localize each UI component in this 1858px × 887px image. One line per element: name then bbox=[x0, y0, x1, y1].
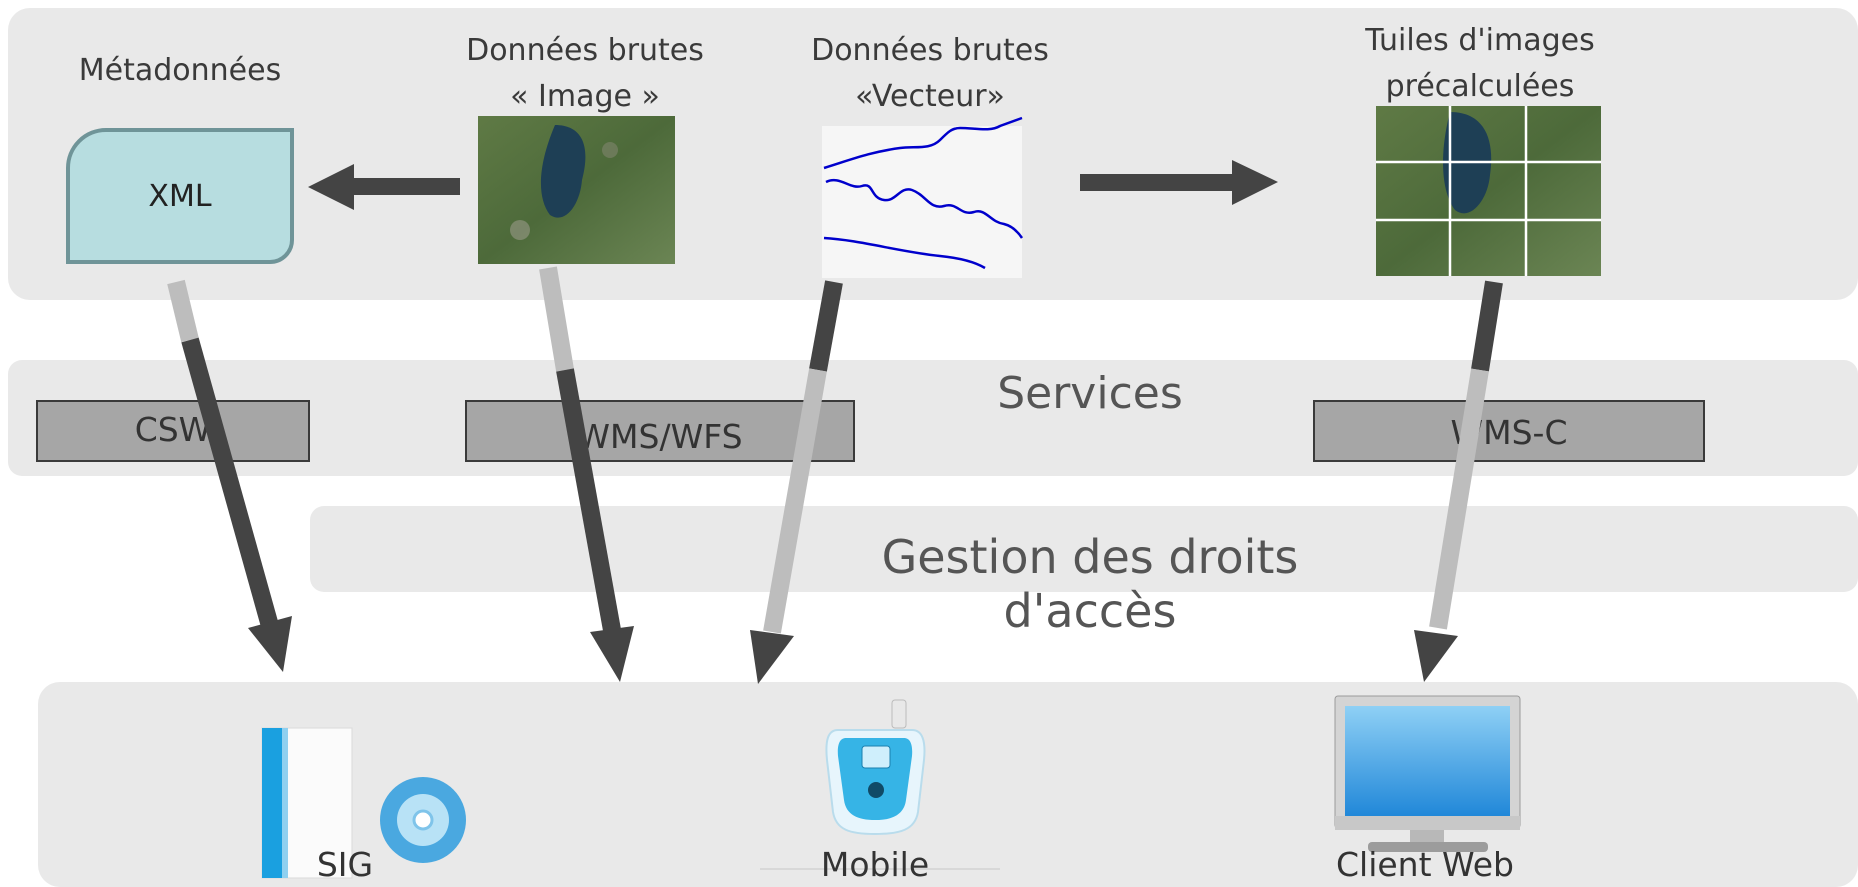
arrow-vector-to-mobile bbox=[750, 280, 843, 684]
arrow-xml-to-sig bbox=[167, 279, 292, 672]
csw-label: CSW bbox=[134, 410, 212, 449]
wms-wfs-box: WMS/WFS bbox=[465, 400, 855, 462]
raw-vector-label-line2: «Vecteur» bbox=[855, 79, 1005, 114]
tiles-label: Tuiles d'images précalculées bbox=[1330, 18, 1630, 110]
mobile-icon bbox=[760, 699, 1000, 870]
monitor-icon bbox=[1334, 695, 1521, 852]
arrow-to-metadata bbox=[308, 164, 460, 210]
wms-wfs-label: WMS/WFS bbox=[577, 417, 743, 456]
access-title: Gestion des droits d'accès bbox=[881, 530, 1299, 638]
services-title: Services bbox=[997, 368, 1183, 419]
arrow-to-tiles bbox=[1080, 160, 1278, 205]
arrow-tiles-to-web bbox=[1414, 280, 1503, 682]
raw-image-label: Données brutes « Image » bbox=[420, 28, 750, 120]
raw-image-thumbnail bbox=[478, 116, 675, 264]
access-band bbox=[310, 506, 1858, 592]
xml-box: XML bbox=[66, 128, 294, 264]
csw-box: CSW bbox=[36, 400, 310, 462]
raw-vector-thumbnail bbox=[822, 116, 1024, 278]
arrow-image-to-mobile bbox=[539, 266, 634, 682]
mobile-label: Mobile bbox=[820, 845, 930, 884]
raw-vector-label: Données brutes «Vecteur» bbox=[780, 28, 1080, 120]
sig-label: SIG bbox=[316, 845, 374, 884]
tiles-label-line1: Tuiles d'images bbox=[1365, 23, 1595, 58]
client-web-label: Client Web bbox=[1336, 845, 1514, 884]
tiles-thumbnail bbox=[1376, 106, 1601, 276]
tiles-label-line2: précalculées bbox=[1385, 69, 1575, 104]
raw-vector-label-line1: Données brutes bbox=[811, 33, 1049, 68]
wms-c-box: WMS-C bbox=[1313, 400, 1705, 462]
raw-image-label-line1: Données brutes bbox=[466, 33, 704, 68]
raw-image-label-line2: « Image » bbox=[510, 79, 660, 114]
sig-box-icon bbox=[261, 727, 466, 879]
metadata-label: Métadonnées bbox=[78, 53, 282, 88]
xml-label: XML bbox=[148, 178, 212, 214]
